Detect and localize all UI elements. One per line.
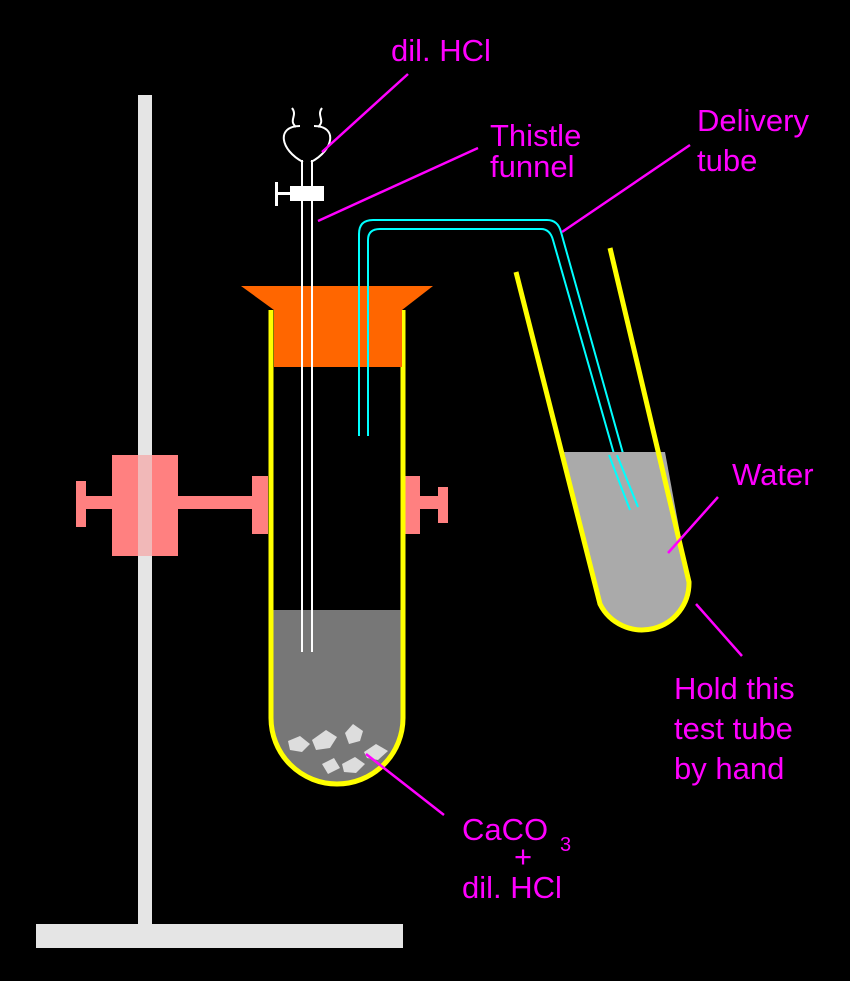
water-liquid (564, 452, 690, 630)
label-hold-line3: by hand (674, 751, 784, 786)
leader-caco3 (365, 753, 445, 816)
second-test-tube (513, 247, 692, 633)
label-hold-test-tube: Hold this test tube by hand (674, 671, 803, 786)
clamp (76, 455, 448, 556)
label-thistle-funnel: Thistle funnel (490, 118, 590, 184)
leader-hold (695, 603, 743, 657)
label-water: Water (732, 457, 814, 492)
leader-thistle (317, 146, 479, 223)
leader-delivery (561, 143, 691, 234)
label-hcl-top: dil. HCl (391, 33, 491, 68)
main-test-tube (268, 310, 406, 787)
label-hold-line1: Hold this (674, 671, 795, 706)
label-hcl-bottom: dil. HCl (462, 870, 562, 905)
acid-liquid (272, 610, 402, 783)
label-delivery-tube: Delivery tube (697, 103, 818, 178)
stand-base (36, 924, 403, 948)
label-delivery-line2: tube (697, 143, 757, 178)
label-caco3: CaCO (462, 812, 548, 847)
label-hold-line2: test tube (674, 711, 793, 746)
label-caco3-subscript: 3 (560, 834, 571, 856)
marble-chips (288, 724, 388, 774)
delivery-tube (358, 219, 639, 511)
delivery-tube-in-water (608, 454, 639, 511)
label-thistle-line2: funnel (490, 149, 574, 184)
label-thistle-line1: Thistle (490, 118, 581, 153)
stopcock (275, 182, 324, 206)
leader-hcl-top (321, 73, 409, 153)
leader-water (667, 496, 719, 554)
label-delivery-line1: Delivery (697, 103, 809, 138)
rubber-stopper (241, 286, 433, 367)
thistle-funnel (282, 107, 332, 652)
stand-rod-front (138, 455, 152, 556)
label-plus: + (514, 839, 532, 874)
